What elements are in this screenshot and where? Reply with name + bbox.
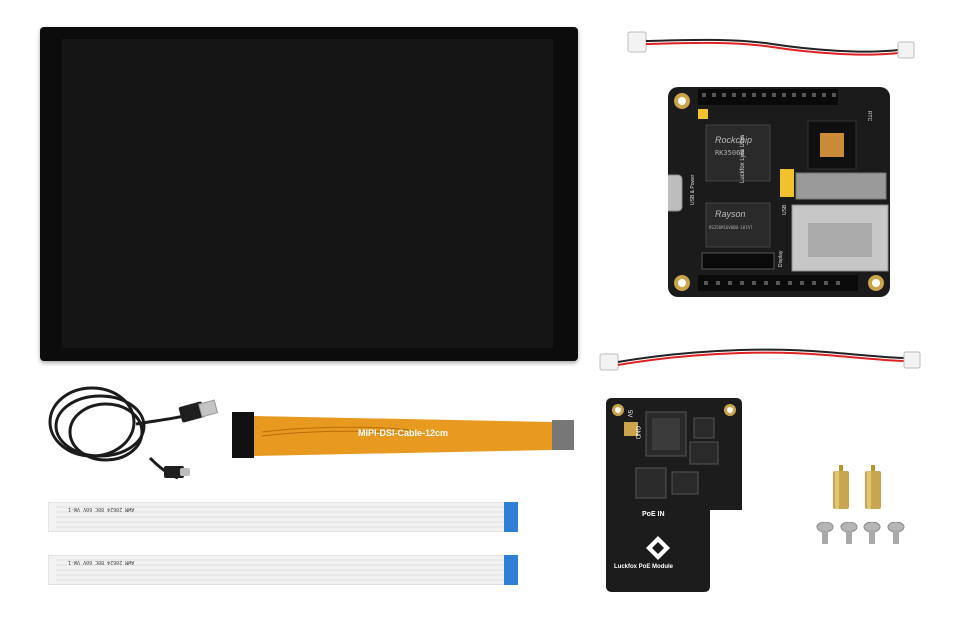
rtc-label: RTC	[866, 111, 872, 122]
soc-model: RK3506B	[715, 149, 745, 157]
soc-brand: Rockchip	[715, 135, 753, 145]
poe-5v-label: 5V	[626, 410, 632, 418]
usb-power-label: USB & Power	[690, 174, 696, 205]
screw-1	[816, 522, 834, 546]
ram-model: RS256M16V0DB-107AT	[709, 225, 753, 230]
poe-module-name: Luckfox PoE Module	[614, 564, 674, 570]
poe-gnd-label: GND	[634, 426, 640, 440]
ffc-cable-2: AWM 20624 80C 60V VW-1	[48, 555, 518, 585]
usb-cable	[40, 378, 220, 488]
screw-3	[863, 522, 881, 546]
brass-standoff-2	[865, 465, 881, 509]
jst-cable-middle	[596, 340, 926, 380]
luckfox-poe-module: 5V GND PoE IN Luckfox PoE Module	[606, 398, 742, 592]
jst-cable-top	[622, 24, 922, 64]
mipi-dsi-flex-cable: MIPI-DSI-Cable-12cm	[232, 412, 574, 458]
luckfox-lyra-ultra-board: Rockchip RK3506B Rayson RS256M16V0DB-107…	[668, 87, 890, 297]
display-label: Display	[778, 250, 784, 267]
lcd-display-panel	[40, 27, 578, 361]
usb-label: USB	[782, 204, 788, 215]
lcd-active-area	[62, 39, 553, 348]
board-title: Luckfox Lyra Ultra	[740, 134, 746, 183]
screw-2	[840, 522, 858, 546]
screw-4	[887, 522, 905, 546]
flex-cable-label: MIPI-DSI-Cable-12cm	[358, 428, 449, 438]
ffc-cable-1: AWM 20624 80C 60V VW-1	[48, 502, 518, 532]
brass-standoff-1	[833, 465, 849, 509]
ffc-marking-1: AWM 20624 80C 60V VW-1	[68, 506, 135, 512]
ram-brand: Rayson	[715, 209, 746, 219]
ffc-marking-2: AWM 20624 80C 60V VW-1	[68, 559, 135, 565]
poe-in-label: PoE IN	[642, 511, 665, 518]
